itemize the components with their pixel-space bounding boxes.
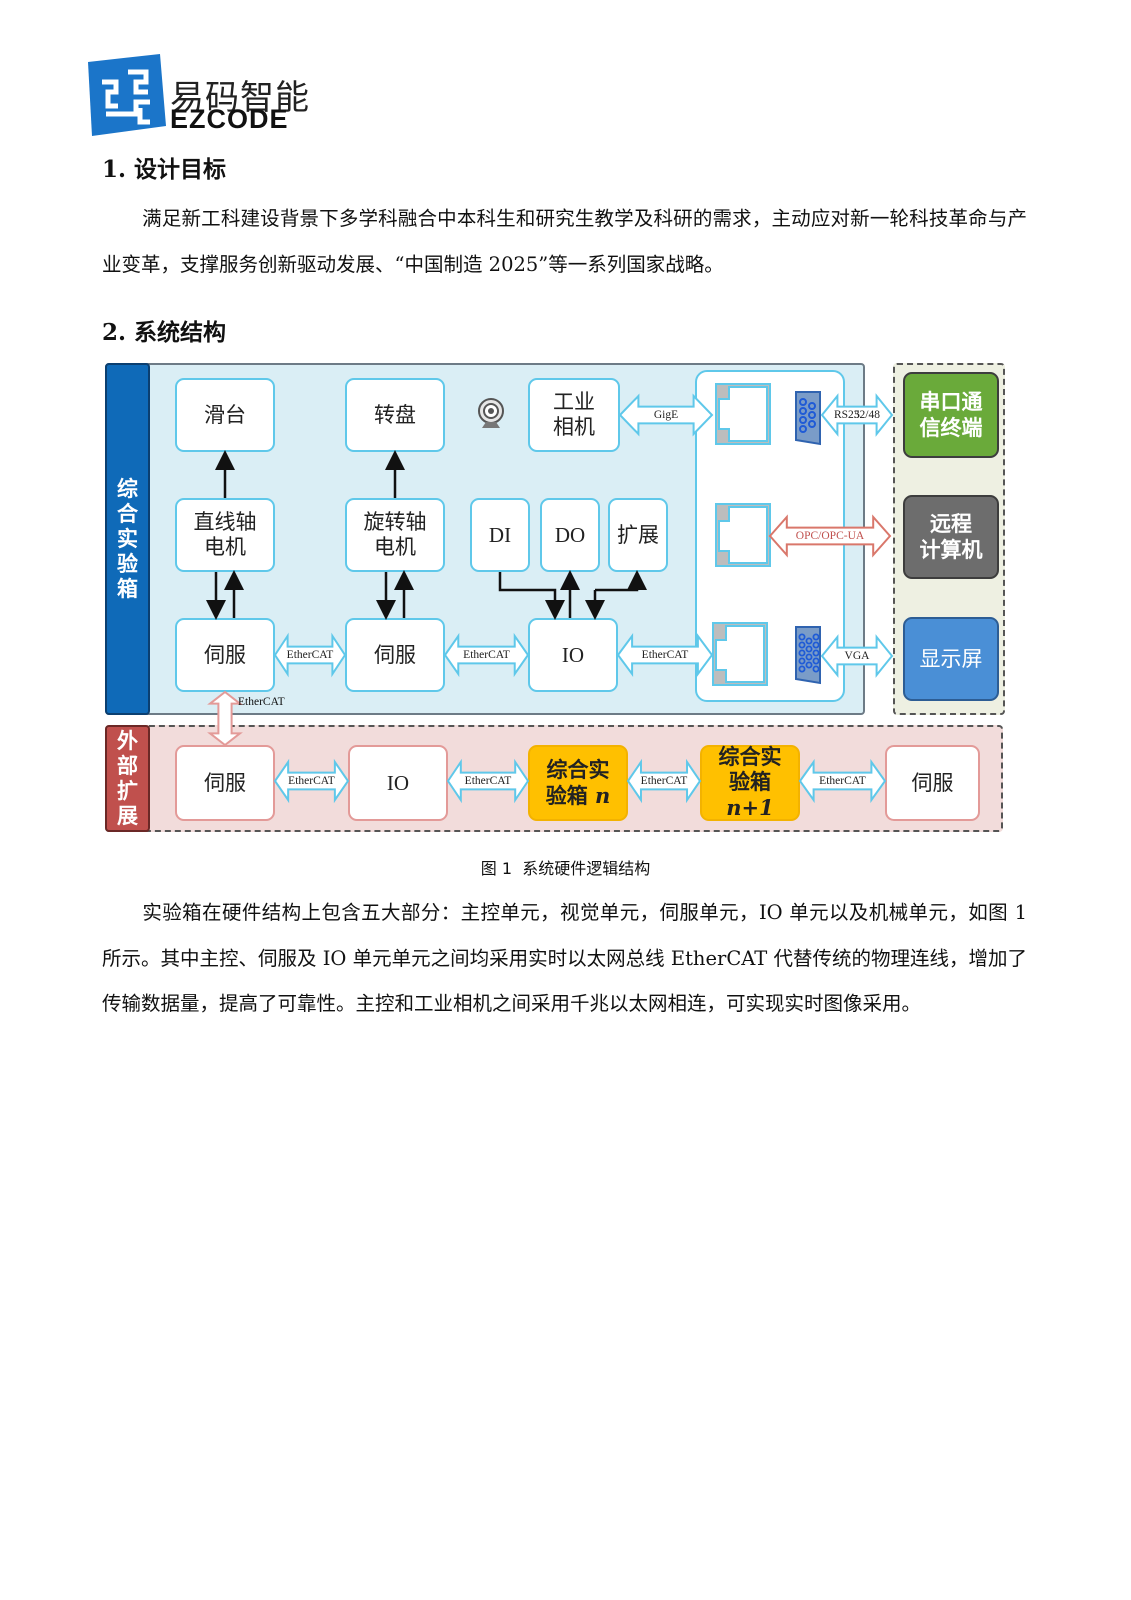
section1-body: 满足新工科建设背景下多学科融合中本科生和研究生教学及科研的需求，主动应对新一轮科… xyxy=(102,196,1027,287)
logo-en: EZCODE xyxy=(170,104,289,134)
ethercat-link: EtherCAT xyxy=(445,636,528,674)
label-char: 部 xyxy=(117,753,138,778)
paragraph-2: 实验箱在硬件结构上包含五大部分：主控单元，视觉单元，伺服单元，IO 单元以及机械… xyxy=(102,890,1027,1027)
serial-port-icon xyxy=(795,391,821,446)
gige-link: GigE xyxy=(620,396,712,434)
external-panel-label: 外部扩展 xyxy=(105,725,150,832)
main-controller xyxy=(695,370,845,702)
arrow-di-to-io xyxy=(498,572,565,620)
ethercat-link: EtherCAT xyxy=(448,762,528,800)
ethercat-link: EtherCAT xyxy=(275,762,348,800)
ext-servo-box-2: 伺服 xyxy=(885,745,980,821)
servo-box-2: 伺服 xyxy=(345,618,445,692)
link-label: EtherCAT xyxy=(463,649,510,661)
box-line: 验箱 n+1 xyxy=(702,770,798,821)
box-line: 综合实 xyxy=(546,757,610,782)
ethernet-port-icon xyxy=(712,622,768,686)
ethercat-vertical-label: EtherCAT xyxy=(238,696,285,708)
vga-link: VGA xyxy=(822,637,892,675)
ethercat-link: EtherCAT xyxy=(618,636,712,674)
box-line: 验箱 n xyxy=(546,783,611,809)
link-label-line: RS232/48 xyxy=(833,408,880,421)
do-box: DO xyxy=(540,498,600,572)
box-line-text: 验箱 xyxy=(545,783,596,808)
ethercat-vertical-link xyxy=(210,692,240,745)
link-label: OPC/OPC-UA xyxy=(795,530,865,542)
link-label-line: 5 xyxy=(854,408,860,421)
label-char: 验 xyxy=(117,551,138,576)
box-index: n xyxy=(595,782,611,808)
ethercat-link: EtherCAT xyxy=(800,762,885,800)
figure-caption: 图 1 系统硬件逻辑结构 xyxy=(480,859,651,878)
display-screen: 显示屏 xyxy=(903,617,999,701)
expansion-box: 扩展 xyxy=(608,498,668,572)
label-char: 综 xyxy=(117,476,138,501)
motor-line: 旋转轴 xyxy=(363,510,427,534)
arrow-io-to-expand xyxy=(595,570,647,592)
external-panel xyxy=(105,725,1003,832)
motor-line: 电机 xyxy=(374,535,416,559)
dev-line: 远程 xyxy=(930,512,972,536)
link-label: EtherCAT xyxy=(286,649,334,661)
lab-box-n-plus-1: 综合实验箱 n+1 xyxy=(700,745,800,821)
camera-line: 相机 xyxy=(553,415,595,439)
remote-computer: 远程计算机 xyxy=(903,495,999,579)
label-char: 展 xyxy=(117,803,138,828)
link-label: VGA xyxy=(844,650,870,662)
camera-line: 工业 xyxy=(553,390,595,414)
box-line-text: 验箱 xyxy=(729,770,771,794)
section1-text: 满足新工科建设背景下多学科融合中本科生和研究生教学及科研的需求，主动应对新一轮科… xyxy=(102,207,1027,276)
logo-cn: 易码智能 xyxy=(170,78,310,118)
lab-box-n: 综合实验箱 n xyxy=(528,745,628,821)
ethernet-port-icon xyxy=(715,503,771,567)
box-index: n+1 xyxy=(726,795,774,820)
logo-mark-icon xyxy=(88,54,166,136)
vga-port-icon xyxy=(795,626,821,685)
ext-io-box: IO xyxy=(348,745,448,821)
section2-title: 2. 系统结构 xyxy=(102,319,227,346)
motor-line: 直线轴 xyxy=(193,510,257,534)
label-char: 合 xyxy=(117,501,138,526)
label-char: 箱 xyxy=(117,576,138,601)
servo-box-1: 伺服 xyxy=(175,618,275,692)
dev-line: 串口通 xyxy=(919,390,983,414)
ext-servo-box-1: 伺服 xyxy=(175,745,275,821)
ethernet-port-icon xyxy=(715,383,771,445)
box-line: 综合实 xyxy=(718,745,782,769)
turntable-box: 转盘 xyxy=(345,378,445,452)
link-label: EtherCAT xyxy=(288,775,335,787)
link-label: EtherCAT xyxy=(819,775,866,787)
industrial-camera-box: 工业相机 xyxy=(528,378,620,452)
slide-box: 滑台 xyxy=(175,378,275,452)
link-label: EtherCAT xyxy=(641,649,689,661)
link-label: EtherCAT xyxy=(464,775,512,787)
dev-line: 计算机 xyxy=(919,538,983,562)
dev-line: 信终端 xyxy=(919,416,983,440)
label-char: 扩 xyxy=(117,778,138,803)
opc-ua-link: OPC/OPC-UA xyxy=(770,517,890,555)
rotary-motor-box: 旋转轴电机 xyxy=(345,498,445,572)
label-char: 外 xyxy=(117,728,138,753)
linear-motor-box: 直线轴电机 xyxy=(175,498,275,572)
ethercat-link: EtherCAT xyxy=(275,636,345,674)
peripheral-panel xyxy=(893,363,1005,715)
label-char: 实 xyxy=(117,526,138,551)
di-box: DI xyxy=(470,498,530,572)
link-label: GigE xyxy=(653,409,679,421)
link-label: EtherCAT xyxy=(640,775,688,787)
ethercat-link: EtherCAT xyxy=(628,762,700,800)
serial-terminal: 串口通信终端 xyxy=(903,372,999,458)
main-panel xyxy=(105,363,865,715)
main-panel-label: 综合实验箱 xyxy=(105,363,150,715)
section1-title: 1. 设计目标 xyxy=(102,156,227,183)
logo: 易码智能 EZCODE xyxy=(82,52,322,138)
motor-line: 电机 xyxy=(204,535,246,559)
webcam-icon xyxy=(478,398,504,428)
io-box: IO xyxy=(528,618,618,692)
paragraph-2-text: 实验箱在硬件结构上包含五大部分：主控单元，视觉单元，伺服单元，IO 单元以及机械… xyxy=(102,901,1027,1015)
